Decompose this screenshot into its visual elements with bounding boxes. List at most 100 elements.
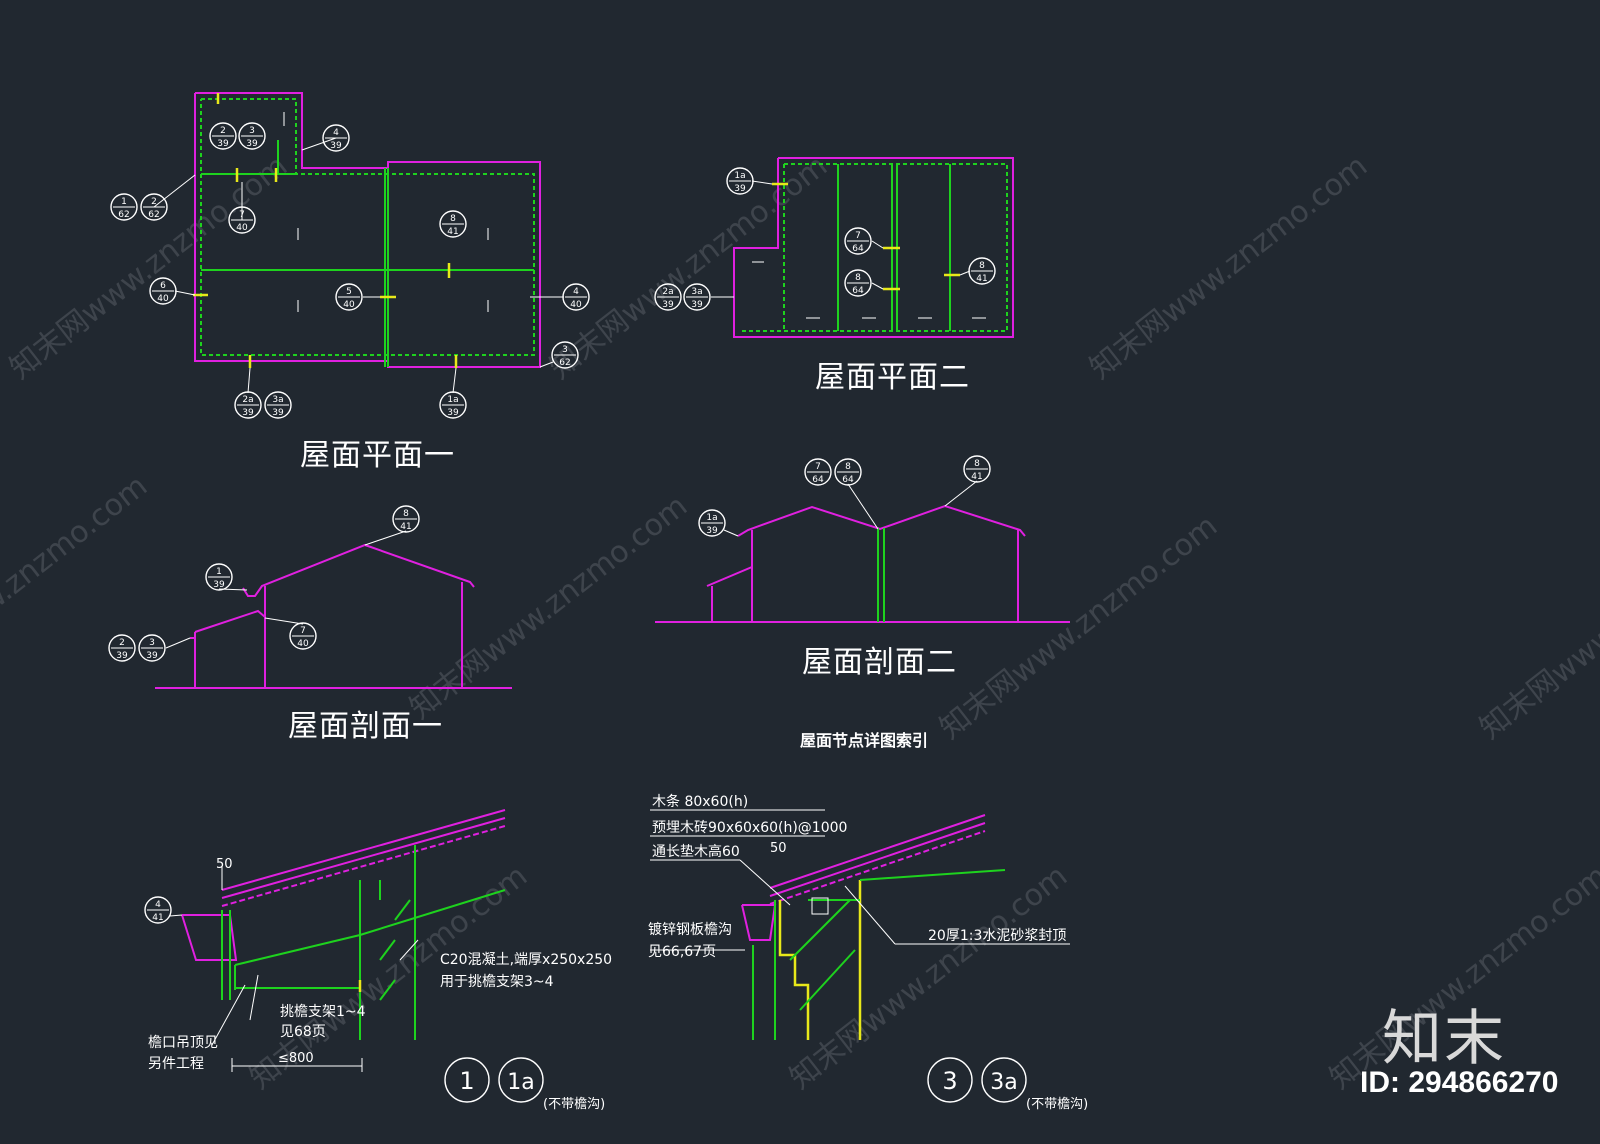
detail-tag-3a-label: 3a — [990, 1070, 1017, 1095]
watermark-text: 知末网www.znzmo.com — [0, 468, 154, 706]
bubble-page-number: 39 — [447, 408, 459, 418]
image-id-label: ID: 294866270 — [1360, 1066, 1559, 1099]
bubble-circle — [289, 622, 317, 650]
detail-tag-1a — [498, 1057, 544, 1103]
bracket-note: 挑檐支架1~4 — [280, 1004, 366, 1020]
bubble-page-number: 41 — [971, 472, 982, 482]
detail-index-caption: 屋面节点详图索引 — [800, 731, 928, 750]
bubble-page-number: 64 — [852, 286, 864, 296]
bubble-detail-number: 1a — [447, 395, 458, 405]
detail-index-bubble: 841 — [944, 455, 991, 507]
bubble-leader-line — [247, 367, 251, 394]
no-gutter-note-2: (不带檐沟) — [1026, 1097, 1088, 1112]
bubble-leader-line — [871, 240, 884, 249]
bubble-detail-number: 2 — [220, 126, 226, 136]
detail-index-bubble: 540 — [335, 283, 380, 311]
section-one-title: 屋面剖面一 — [288, 709, 443, 744]
bubble-detail-number: 2 — [119, 638, 125, 648]
bubble-detail-number: 1 — [121, 197, 127, 207]
detail-tag-1 — [444, 1057, 490, 1103]
wood-strip-note: 通长垫木高60 — [652, 843, 740, 860]
bubble-detail-number: 2a — [662, 287, 673, 297]
bubble-page-number: 41 — [400, 522, 411, 532]
detail-tag-3 — [927, 1057, 973, 1103]
bubble-page-number: 40 — [236, 223, 248, 233]
bubble-detail-number: 7 — [815, 462, 821, 472]
bubble-page-number: 40 — [157, 294, 169, 304]
detail-index-bubble: 864 — [844, 269, 884, 297]
bubble-detail-number: 8 — [845, 462, 851, 472]
bubble-circle — [698, 509, 726, 537]
roof-plan-one: 屋面平面一 — [193, 92, 546, 473]
bubble-detail-number: 7 — [300, 626, 306, 636]
bubble-circle — [804, 458, 832, 486]
bubble-detail-number: 8 — [979, 261, 985, 271]
bubble-detail-number: 1a — [706, 513, 717, 523]
bubble-circle — [844, 269, 872, 297]
watermark-text: 知末网www.znzmo.com — [933, 508, 1224, 746]
gutter-ref-note: 见66,67页 — [648, 944, 716, 960]
detail-index-bubble: 239 — [209, 122, 237, 150]
bubble-page-number: 40 — [570, 300, 582, 310]
watermark-text: 知末网www.znzmo.com — [1473, 508, 1600, 746]
bubble-circle — [654, 283, 682, 311]
detail-index-bubble: 139 — [205, 563, 248, 591]
bubble-page-number: 62 — [148, 210, 159, 220]
roof-section-two: 屋面剖面二 — [655, 504, 1070, 680]
eave-detail-three: 木条 80x60(h) 预埋木砖90x60x60(h)@1000 通长垫木高60… — [648, 793, 1088, 1112]
detail-index-bubble: 841 — [439, 210, 467, 238]
detail-index-bubble: 441 — [144, 896, 183, 924]
bubble-detail-number: 4 — [573, 287, 579, 297]
detail-tag-3-label: 3 — [942, 1067, 957, 1095]
bubble-circle — [205, 563, 233, 591]
bubble-page-number: 39 — [116, 651, 128, 661]
bubble-page-number: 40 — [343, 300, 355, 310]
bubble-circle — [392, 505, 420, 533]
detail-index-bubble: 440 — [546, 283, 590, 311]
bubble-detail-number: 2a — [242, 395, 253, 405]
roof-section-one: 屋面剖面一 — [155, 543, 512, 744]
bubble-leader-line — [174, 290, 196, 296]
detail-index-bubble: 239 — [108, 634, 191, 662]
detail-index-bubble: 841 — [364, 505, 420, 546]
bubble-leader-line — [452, 367, 457, 394]
bubble-circle — [140, 193, 168, 221]
detail-tag-1a-label: 1a — [507, 1070, 534, 1095]
concrete-note: C20混凝土,端厚x250x250 — [440, 952, 612, 968]
bubble-detail-number: 4 — [155, 900, 161, 910]
bubble-page-number: 39 — [217, 139, 229, 149]
bubble-leader-line — [153, 174, 196, 208]
bubble-detail-number: 3 — [249, 126, 255, 136]
bubble-page-number: 64 — [852, 244, 864, 254]
bubble-detail-number: 6 — [160, 281, 166, 291]
bubble-circle — [264, 391, 292, 419]
detail-index-bubble: 262 — [140, 193, 168, 221]
bubble-circle — [144, 896, 172, 924]
bubble-page-number: 39 — [734, 184, 746, 194]
roof-plan-two: 屋面平面二 — [733, 157, 1014, 395]
bubble-detail-number: 8 — [855, 273, 861, 283]
bracket-ref-note: 见68页 — [280, 1024, 326, 1040]
bubble-leader-line — [751, 180, 773, 185]
detail-index-bubble: 740 — [228, 182, 256, 234]
bubble-page-number: 39 — [662, 300, 674, 310]
bubble-leader-line — [264, 617, 304, 625]
ceiling-note-2: 另件工程 — [148, 1056, 204, 1072]
bubble-page-number: 62 — [559, 358, 570, 368]
bubble-detail-number: 3a — [691, 287, 702, 297]
bubble-page-number: 41 — [976, 274, 987, 284]
bubble-circle — [322, 124, 350, 152]
plan-two-title: 屋面平面二 — [815, 360, 970, 395]
bubble-detail-number: 8 — [974, 459, 980, 469]
bubble-detail-number: 1 — [216, 567, 222, 577]
detail-index-bubble: 640 — [149, 277, 196, 305]
bubble-page-number: 41 — [152, 913, 163, 923]
bubble-detail-number: 5 — [346, 287, 352, 297]
bubble-circle — [209, 122, 237, 150]
detail-index-bubble: 339 — [238, 122, 266, 150]
bubble-detail-number: 1a — [734, 171, 745, 181]
